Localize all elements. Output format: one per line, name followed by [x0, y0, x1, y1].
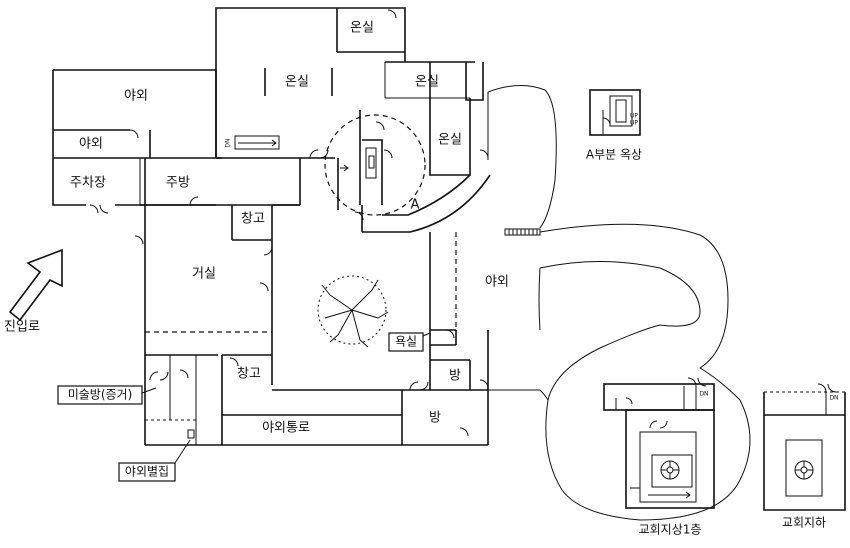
- label-outdoor-annex: 야외별집: [125, 465, 169, 479]
- label-dn-3: DN: [829, 395, 838, 402]
- label-ondol-top: 온실: [350, 21, 374, 36]
- label-area-a: A: [411, 198, 420, 213]
- label-outdoor-left: 야외: [79, 137, 103, 152]
- label-storage-1: 창고: [241, 212, 265, 227]
- label-room-2: 방: [429, 411, 441, 426]
- label-living: 거실: [192, 267, 216, 282]
- church-ground-plan: [603, 377, 715, 509]
- label-dn-1: DN: [225, 138, 232, 147]
- church-basement-plan: [763, 383, 846, 511]
- entrance-arrow-icon: [8, 248, 63, 322]
- label-outdoor-top-left: 야외: [124, 89, 148, 104]
- a-rooftop-plan: UP: [589, 89, 641, 136]
- svg-text:UP: UP: [630, 120, 638, 127]
- label-up-1: UP: [630, 113, 638, 120]
- label-church-basement: 교회지하: [782, 516, 826, 530]
- label-bath: 욕실: [395, 335, 417, 349]
- south-block: [144, 354, 488, 446]
- label-ondol-right: 온실: [415, 75, 439, 90]
- label-outdoor-corridor: 야외통로: [262, 421, 310, 436]
- label-outdoor-right: 야외: [485, 275, 509, 290]
- label-storage-2: 창고: [237, 367, 261, 382]
- label-parking: 주차장: [70, 176, 106, 191]
- label-church-ground: 교회지상1층: [639, 523, 702, 537]
- label-dn-2: DN: [699, 391, 708, 398]
- tree-icon: [317, 275, 389, 348]
- outdoor-curves: [487, 85, 751, 521]
- label-art-room: 미술방(증거): [68, 388, 133, 402]
- label-entrance: 진입로: [4, 320, 40, 335]
- label-ondol-far-right: 온실: [438, 133, 462, 148]
- central-hall: [134, 204, 489, 445]
- room-labels: 온실 온실 온실 온실 야외 야외 주차장 주방 창고 거실 창고 방 방 야외…: [4, 21, 839, 537]
- fan-icon-basement: [794, 460, 814, 480]
- label-room-1: 방: [449, 369, 461, 384]
- east-rooms: [300, 62, 491, 233]
- label-ondol-mid: 온실: [285, 75, 309, 90]
- fan-icon: [660, 460, 680, 480]
- label-a-rooftop: A부분 옥상: [586, 148, 642, 162]
- label-kitchen: 주방: [166, 176, 190, 191]
